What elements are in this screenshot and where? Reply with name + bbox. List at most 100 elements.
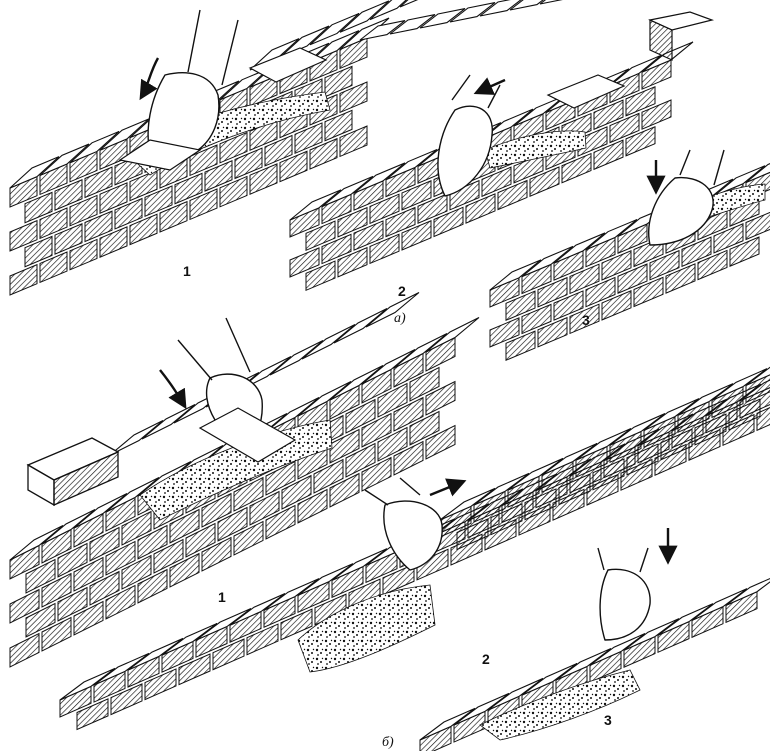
brick-face bbox=[201, 492, 232, 528]
brick-face bbox=[409, 410, 440, 446]
brick-top bbox=[479, 0, 522, 17]
brick-top bbox=[339, 0, 390, 33]
brick-face bbox=[279, 150, 308, 183]
brick-a-1 bbox=[248, 47, 328, 83]
brick-face bbox=[9, 219, 38, 252]
wall-a-1-back bbox=[249, 0, 419, 71]
brick-face bbox=[361, 456, 392, 492]
hands-with-trowel bbox=[118, 9, 725, 641]
brick-face bbox=[369, 193, 400, 225]
brick-face bbox=[465, 193, 496, 224]
brick-face bbox=[609, 112, 640, 144]
mortar-b-2 bbox=[297, 584, 436, 673]
brick-top bbox=[301, 324, 356, 360]
brick-face bbox=[641, 99, 672, 130]
brick-face bbox=[617, 263, 648, 294]
brick-face bbox=[626, 443, 659, 476]
brick-face bbox=[110, 683, 143, 716]
brick-top bbox=[585, 218, 638, 251]
brick-top bbox=[141, 404, 196, 440]
brick-top bbox=[507, 457, 564, 491]
brick-top bbox=[263, 578, 320, 611]
sleeve-a-1-l bbox=[187, 9, 201, 73]
brick-face bbox=[601, 250, 632, 281]
brick-top bbox=[425, 317, 480, 353]
mortar-a-3 bbox=[699, 183, 766, 219]
brick-face bbox=[105, 540, 136, 576]
brick-face bbox=[660, 428, 693, 461]
brick-face bbox=[178, 653, 211, 686]
brick-face bbox=[569, 303, 600, 335]
brick-face bbox=[84, 166, 113, 199]
brick-face bbox=[309, 137, 338, 170]
brick-face bbox=[497, 179, 528, 211]
brick-face bbox=[25, 602, 56, 638]
brick-face bbox=[217, 506, 248, 542]
brick-face bbox=[105, 584, 136, 620]
brick-face bbox=[41, 572, 72, 608]
brick-face bbox=[265, 460, 296, 496]
brick-top bbox=[393, 333, 448, 369]
brick-face bbox=[9, 588, 40, 624]
brick-face bbox=[339, 81, 368, 114]
step-b-3-label: 3 bbox=[604, 712, 612, 728]
brick-face bbox=[137, 568, 168, 604]
brick-face bbox=[153, 538, 184, 574]
brick-face bbox=[561, 152, 592, 184]
brick-top bbox=[195, 608, 252, 641]
brick-face bbox=[569, 263, 600, 295]
brick-top bbox=[713, 165, 766, 197]
brick-face bbox=[505, 290, 536, 322]
sleeve-a-2-r bbox=[487, 84, 501, 109]
brick-face bbox=[592, 458, 625, 491]
brick-top bbox=[329, 365, 384, 401]
brick-top bbox=[127, 637, 184, 671]
brick-face bbox=[324, 109, 353, 142]
brick-face bbox=[57, 586, 88, 622]
brick-face bbox=[401, 220, 432, 251]
brick-top bbox=[109, 420, 164, 456]
brick-face bbox=[329, 428, 360, 464]
brick-face bbox=[89, 526, 120, 562]
brick-top bbox=[9, 525, 64, 561]
brick-face bbox=[212, 638, 245, 671]
brick-face bbox=[393, 440, 424, 476]
brick-top bbox=[365, 292, 420, 328]
sleeve-b-3-l bbox=[597, 547, 605, 571]
brick-top bbox=[359, 20, 406, 41]
brick-face bbox=[537, 276, 568, 308]
brick-face bbox=[249, 490, 280, 526]
brick-face bbox=[425, 424, 456, 460]
brick-top bbox=[39, 143, 90, 176]
brick-face bbox=[114, 197, 143, 230]
brick-top bbox=[575, 428, 632, 461]
brick-top bbox=[553, 232, 606, 264]
brick-top bbox=[333, 308, 388, 344]
brick-top bbox=[385, 148, 438, 181]
brick-face bbox=[39, 251, 68, 284]
trowel-a-1 bbox=[118, 139, 202, 171]
brick-face bbox=[593, 99, 624, 131]
brick-face bbox=[281, 474, 312, 510]
brick-face bbox=[337, 206, 368, 238]
brick-face bbox=[417, 193, 448, 224]
brick-face bbox=[54, 179, 83, 211]
brick-face bbox=[558, 473, 591, 506]
brick-top bbox=[555, 648, 612, 681]
brick-top bbox=[353, 162, 406, 194]
brick-top bbox=[489, 259, 542, 291]
brick-face bbox=[713, 222, 744, 254]
brick-top bbox=[269, 340, 324, 376]
brick-face bbox=[76, 698, 109, 731]
brick-face bbox=[73, 600, 104, 636]
brick-face bbox=[265, 504, 296, 540]
brick-face bbox=[382, 563, 415, 596]
brick-face bbox=[585, 276, 616, 308]
brick-top bbox=[609, 413, 666, 446]
brick-face bbox=[9, 632, 40, 668]
brick-face bbox=[505, 330, 536, 362]
brick-face bbox=[337, 246, 368, 278]
hand-a-1 bbox=[147, 72, 220, 153]
brick-top bbox=[419, 707, 476, 741]
brick-a-3-side bbox=[649, 19, 673, 61]
